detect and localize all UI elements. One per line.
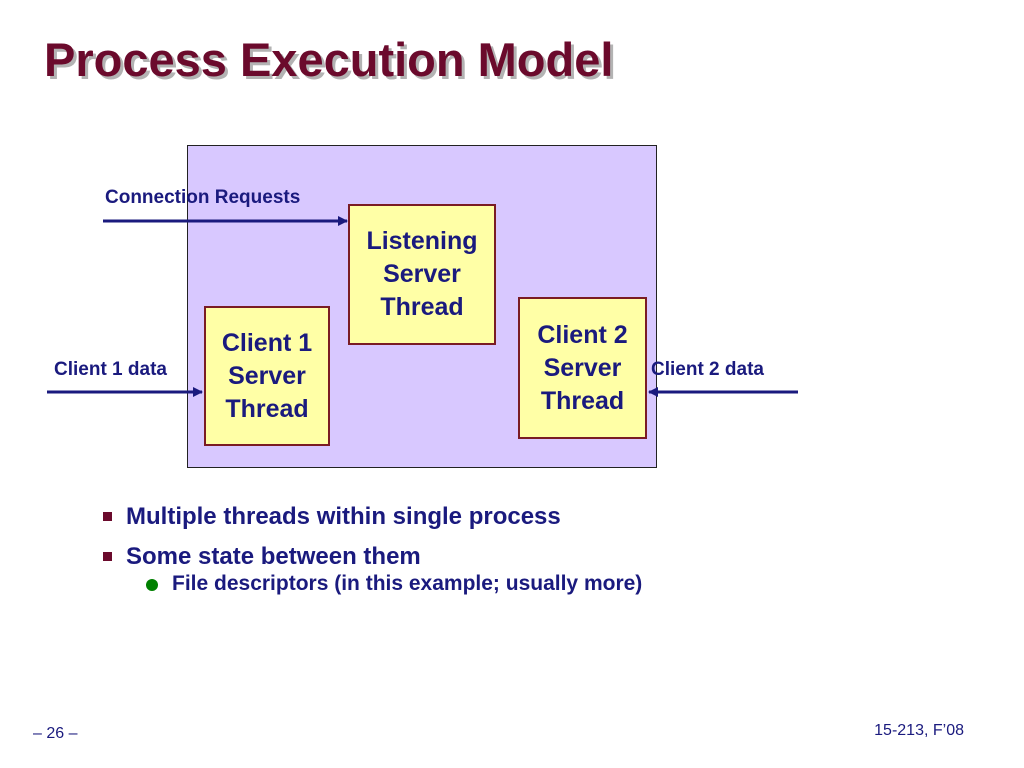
dot-bullet-icon — [146, 579, 158, 591]
client2-data-label: Client 2 data — [651, 359, 764, 380]
slide-number: – 26 – — [33, 725, 78, 742]
client1-data-label: Client 1 data — [54, 359, 167, 380]
bullet-text: Some state between them — [126, 543, 421, 570]
bullet-list: Multiple threads within single process S… — [100, 500, 900, 608]
bullet-text: Multiple threads within single process — [126, 503, 561, 530]
sub-bullet-text: File descriptors (in this example; usual… — [172, 572, 643, 595]
course-label: 15-213, F’08 — [874, 722, 964, 739]
bullet-item: Some state between them — [100, 540, 900, 580]
slide-title: Process Execution Model — [44, 33, 614, 86]
square-bullet-icon — [103, 552, 112, 561]
client2-server-thread-box: Client 2 Server Thread — [518, 297, 647, 439]
sub-bullet-item: File descriptors (in this example; usual… — [146, 572, 900, 608]
bullet-item: Multiple threads within single process — [100, 500, 900, 540]
square-bullet-icon — [103, 512, 112, 521]
client1-server-thread-box: Client 1 Server Thread — [204, 306, 330, 446]
connection-requests-label: Connection Requests — [105, 187, 301, 208]
listening-server-thread-box: Listening Server Thread — [348, 204, 496, 345]
